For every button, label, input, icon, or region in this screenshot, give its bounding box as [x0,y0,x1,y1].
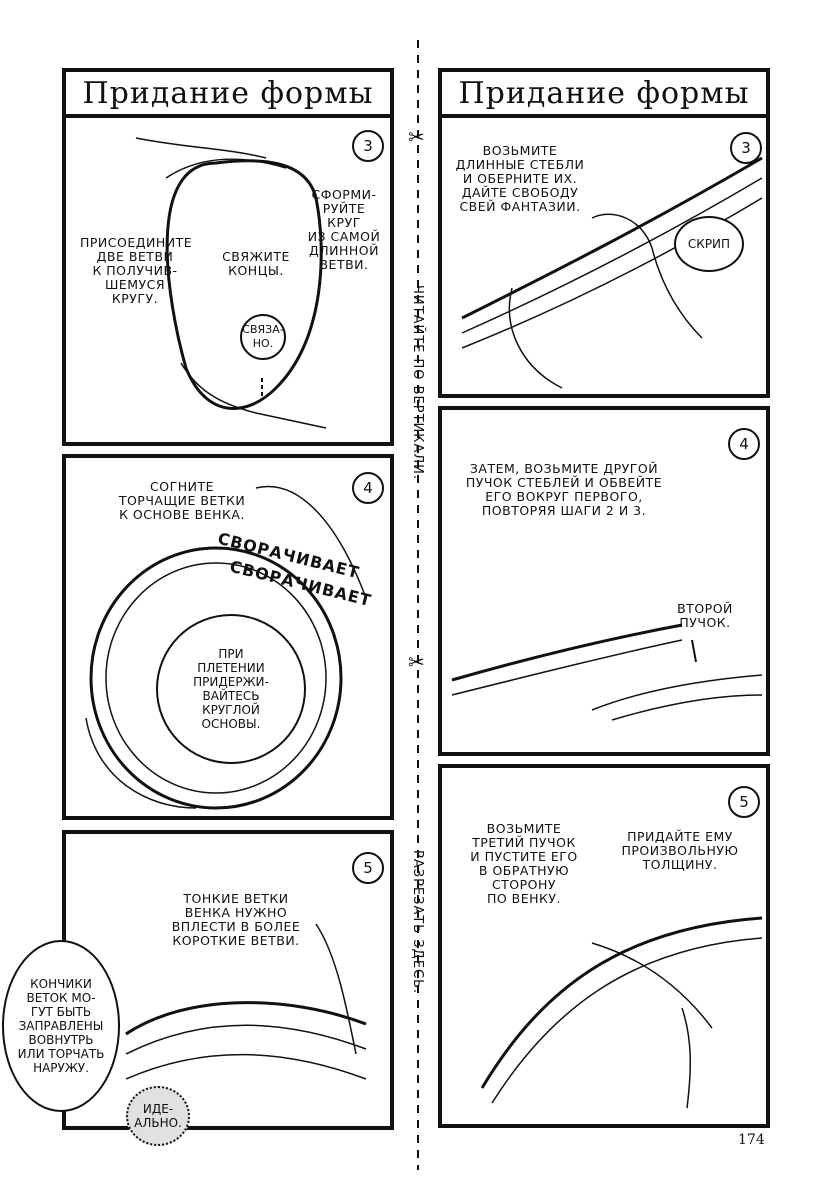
speech-bubble-perfect: иде- ально. [126,1086,190,1146]
caption-any-thickness: придайте ему произвольную толщину. [621,829,739,872]
right-panel-step4: 4 затем, возьмите другой пучок стеблей и… [438,406,770,756]
caption-weave-thin-twigs: тонкие ветки венка нужно вплести в более… [171,891,301,948]
scissors-icon-top: ✂ [408,125,425,149]
caption-bend-twigs: согните торчащие ветки к основе венка. [118,479,246,522]
right-panel-step5: 5 возьмите третий пучок и пустите его в … [438,764,770,1128]
right-title: Придание формы [438,68,770,118]
caption-third-bundle: возьмите третий пучок и пустите его в об… [470,821,578,906]
left-panel-step5: 5 тонкие ветки венка нужно вплести в бол… [62,830,394,1130]
caption-second-bundle: затем, возьмите другой пучок стеблей и о… [465,461,663,518]
step-number-badge: 4 [352,472,384,504]
speech-bubble-hold-shape: при плетении придержи- вайтесь круглой о… [156,614,306,764]
left-panel-step3: 3 присоедините две ветви к получив- шему… [62,114,394,446]
caption-form-circle: сформи- руйте круг из самой длинной ветв… [307,187,381,272]
speech-bubble-creak: скрип [674,216,744,272]
second-bundle-drawing [451,623,763,721]
speech-bubble-tips: кончики веток мо- гут быть заправлены во… [2,940,120,1112]
caption-tie-ends: свяжите концы. [222,249,290,278]
third-bundle-drawing [480,916,763,1109]
step-number-badge: 4 [728,428,760,460]
left-panel-step4: 4 согните торчащие ветки к основе венка.… [62,454,394,820]
step-number-badge: 3 [730,132,762,164]
step-number-badge: 3 [352,130,384,162]
caption-wrap-stems: возьмите длинные стебли и оберните их. д… [455,143,585,214]
scissors-icon-middle: ✂ [408,650,425,674]
wreath-shaping-drawing [85,485,367,810]
speech-bubble-tied: связа- но. [240,314,286,360]
vertical-hint-read: читайте по вертикали. [410,285,425,481]
step-number-badge: 5 [352,852,384,884]
wreath-weaving-drawing [125,923,367,1080]
right-panel-step3: 3 возьмите длинные стебли и оберните их.… [438,114,770,398]
step-number-badge: 5 [728,786,760,818]
vertical-hint-cut: разрезать здесь. [410,850,425,995]
label-second-bundle: второй пучок. [677,601,733,630]
branch-ring-drawing [135,137,327,429]
page-number: 174 [738,1132,765,1148]
left-title: Придание формы [62,68,394,118]
caption-attach-branches: присоедините две ветви к получив- шемуся… [80,235,193,306]
